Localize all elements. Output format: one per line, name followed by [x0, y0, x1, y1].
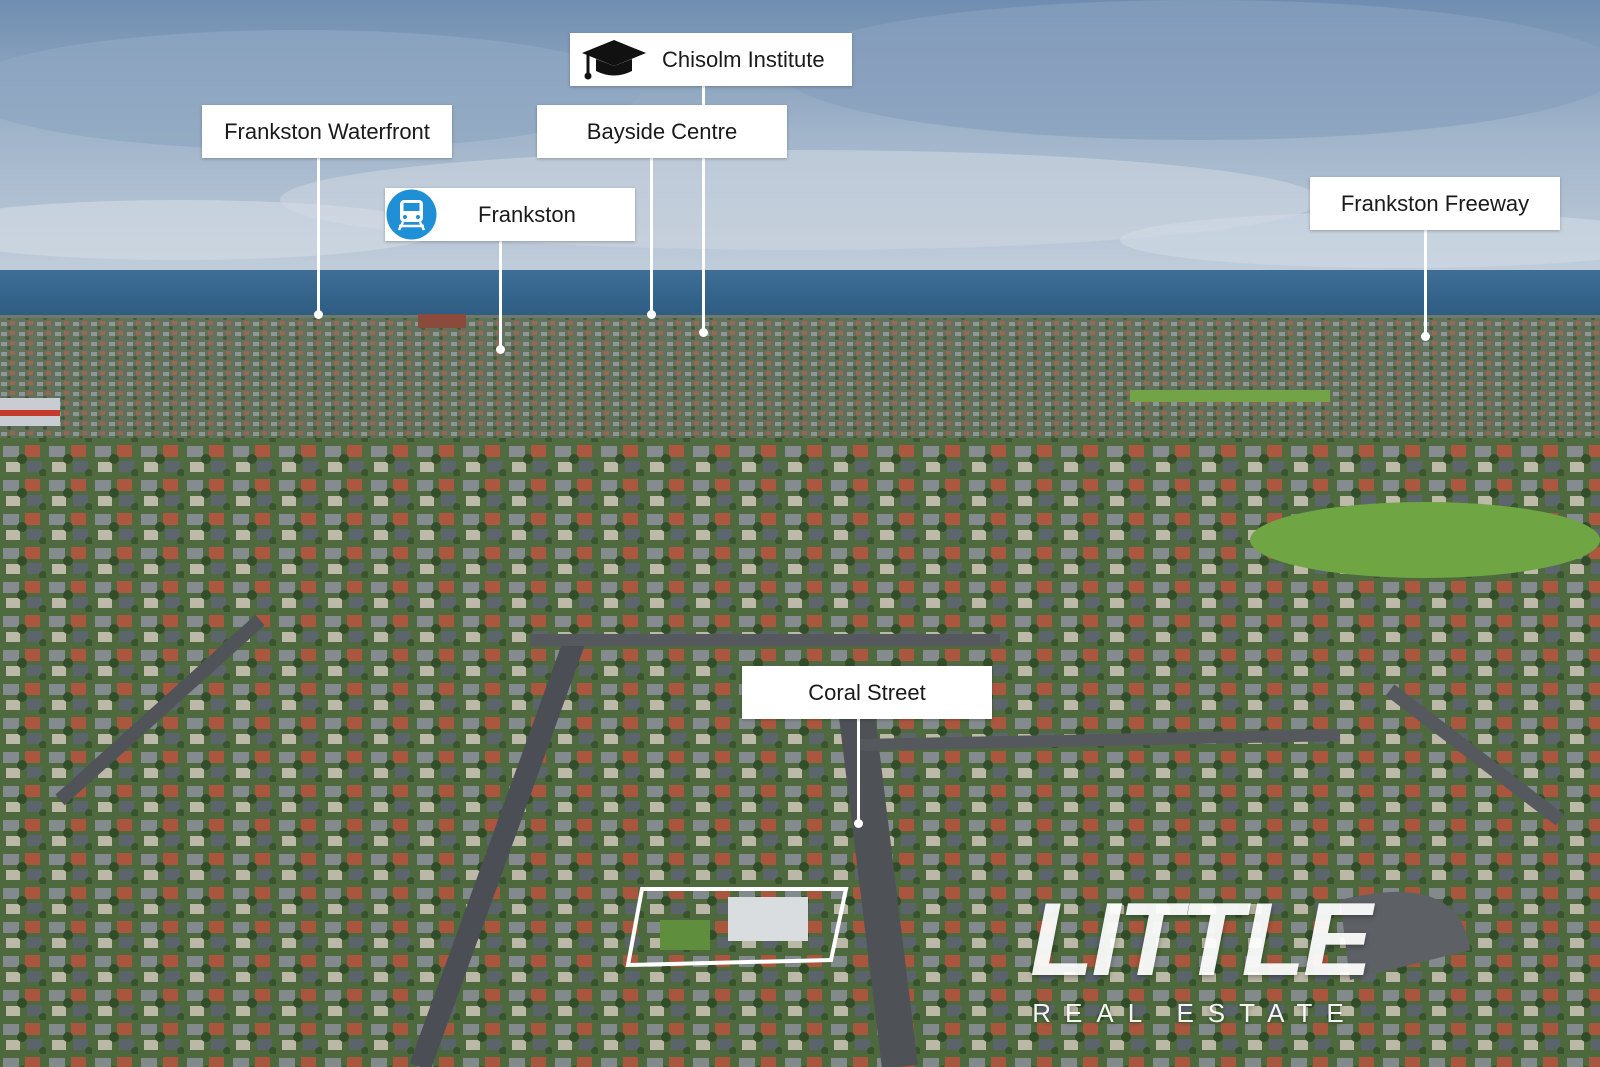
label-frankston-text: Frankston [478, 201, 576, 227]
label-frankston-waterfront: Frankston Waterfront [202, 105, 452, 158]
label-bayside-centre: Bayside Centre [537, 105, 787, 158]
label-bayside-text: Bayside Centre [586, 118, 738, 144]
leader-dot-waterfront [314, 310, 323, 319]
leader-chisolm [702, 86, 705, 332]
leader-frankston [499, 241, 502, 349]
leader-dot-chisolm [699, 328, 708, 337]
label-waterfront-text: Frankston Waterfront [224, 118, 430, 144]
label-coral-text: Coral Street [808, 679, 926, 705]
brand-watermark: LITTLE REAL ESTATE [1030, 882, 1372, 1029]
label-frankston-freeway: Frankston Freeway [1310, 177, 1560, 230]
graduation-cap-icon [580, 36, 648, 84]
leader-freeway [1424, 230, 1427, 336]
label-coral-street: Coral Street [742, 666, 992, 719]
brand-logo-name: LITTLE [1030, 882, 1372, 998]
brand-logo-subtitle: REAL ESTATE [1032, 998, 1358, 1028]
leader-dot-coral [854, 819, 863, 828]
train-icon [385, 188, 438, 241]
leader-coral [857, 719, 860, 823]
label-chisolm-institute: Chisolm Institute [570, 33, 852, 86]
label-freeway-text: Frankston Freeway [1340, 190, 1530, 216]
label-chisolm-text: Chisolm Institute [662, 46, 825, 72]
leader-dot-freeway [1421, 332, 1430, 341]
leader-bayside [650, 158, 653, 314]
leader-dot-frankston [496, 345, 505, 354]
leader-waterfront [317, 158, 320, 314]
leader-dot-bayside [647, 310, 656, 319]
label-frankston-station: Frankston [385, 188, 635, 241]
